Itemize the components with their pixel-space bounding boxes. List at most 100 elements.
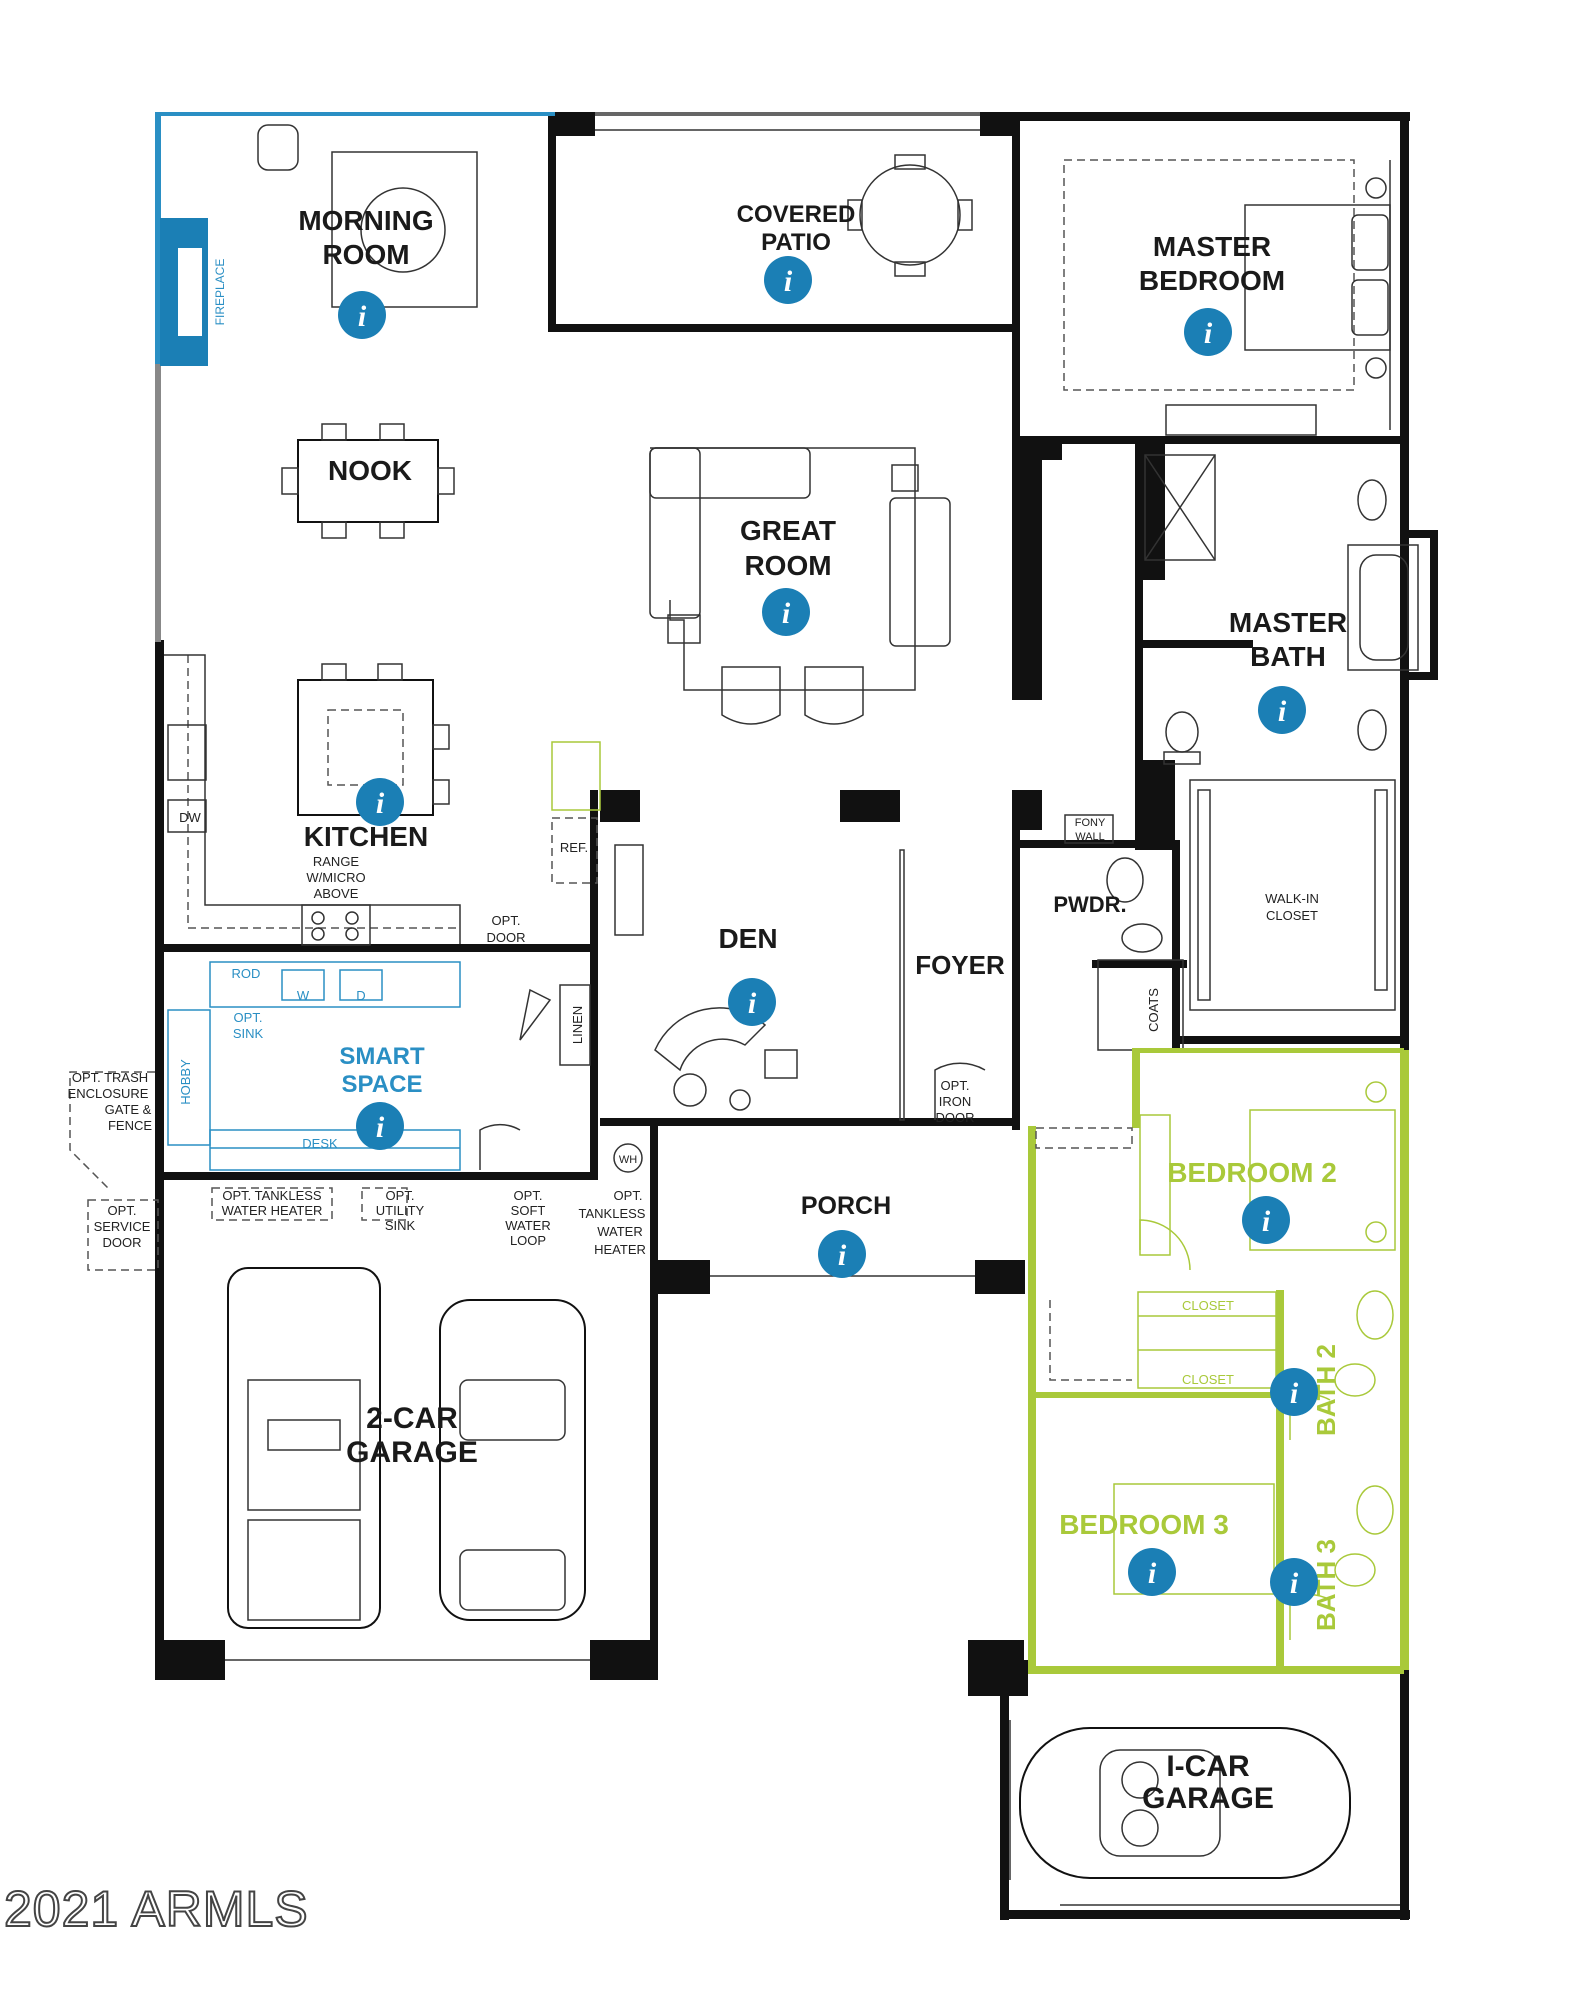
opt-service-line1: OPT. [108,1203,137,1218]
master-bath-line2: BATH [1250,641,1326,672]
svg-text:i: i [1148,1557,1157,1590]
info-icon-master-bedroom[interactable]: i [1184,308,1232,356]
svg-text:i: i [376,1111,385,1144]
great-room-furniture [649,447,951,725]
room-labels: MORNING ROOM COVERED PATIO MASTER BEDROO… [298,201,1347,1815]
opt-trash-labels: OPT. TRASH ENCLOSURE GATE & FENCE OPT. S… [68,1070,153,1250]
opt-iron-line2: IRON [939,1094,972,1109]
garage-vehicles [227,1267,1351,1879]
den-furniture [614,844,986,1121]
morning-room-line1: MORNING [298,205,433,236]
opt-utility-line2: UTILITY [376,1203,425,1218]
opt-sink-line1: OPT. [234,1010,263,1025]
garage-1car-line2: GARAGE [1142,1782,1274,1815]
rod-label: ROD [232,966,261,981]
svg-text:i: i [838,1239,847,1272]
opt-utility-line1: OPT. [386,1188,415,1203]
closet2-label: CLOSET [1182,1372,1234,1387]
opt-tankless2-line1: OPT. [614,1188,643,1203]
porch-label: PORCH [801,1192,891,1220]
info-icon-den[interactable]: i [728,978,776,1026]
bedroom-3-label: BEDROOM 3 [1059,1509,1229,1540]
range-line1: RANGE [313,854,360,869]
opt-tankless1-line1: OPT. TANKLESS [222,1188,322,1203]
bedroom-2-label: BEDROOM 2 [1167,1157,1337,1188]
closet1-label: CLOSET [1182,1298,1234,1313]
font-wall-line2: WALL [1075,831,1105,843]
opt-door-line1: OPT. [492,913,521,928]
morning-room-line2: ROOM [322,239,409,270]
fireplace: FIREPLACE [155,112,555,366]
garage-2car-line1: 2-CAR [366,1402,458,1435]
linen-area: LINEN OPT. DOOR [487,913,591,1066]
opt-soft-line2: SOFT [511,1203,546,1218]
info-icon-bath-3[interactable]: i [1270,1558,1318,1606]
opt-utility-line3: SINK [385,1218,416,1233]
opt-trash-enclosure [69,1071,159,1271]
smart-space-line1: SMART [339,1043,425,1070]
hobby-label: HOBBY [178,1059,193,1105]
w-label: W [297,988,310,1003]
svg-text:i: i [1204,317,1213,350]
opt-tankless2-line4: HEATER [594,1242,646,1257]
info-icon-covered-patio[interactable]: i [764,256,812,304]
exterior-walls [155,112,1438,1920]
secondary-suite: CLOSET CLOSET [1028,1048,1404,1674]
svg-text:i: i [1290,1377,1299,1410]
powder-room: COATS FONY WALL [1064,814,1184,1051]
patio-table [847,154,973,277]
info-icon-great-room[interactable]: i [762,588,810,636]
master-bedroom-line2: BEDROOM [1139,265,1285,296]
d-label: D [356,988,365,1003]
info-icon-morning-room[interactable]: i [338,291,386,339]
master-bath-line1: MASTER [1229,607,1347,638]
opt-soft-line3: WATER [505,1218,551,1233]
desk-label: DESK [302,1136,338,1151]
info-icon-bedroom-2[interactable]: i [1242,1196,1290,1244]
opt-service-line2: SERVICE [94,1219,151,1234]
svg-text:i: i [376,787,385,820]
svg-text:i: i [784,265,793,298]
walk-in-closet-line1: WALK-IN [1265,891,1319,906]
pwdr-label: PWDR. [1053,892,1126,917]
nook-table [281,423,455,539]
opt-tankless2-line3: WATER [597,1224,643,1239]
master-bedroom-line1: MASTER [1153,231,1271,262]
opt-iron-line3: DOOR [936,1110,975,1125]
iron-door-label: OPT. IRON DOOR [936,1078,975,1125]
foyer-label: FOYER [915,950,1005,980]
info-icon-bath-2[interactable]: i [1270,1368,1318,1416]
kitchen-label: KITCHEN [304,821,428,852]
opt-tankless2-line2: TANKLESS [579,1206,646,1221]
windows [225,129,1400,1906]
coats-label: COATS [1146,988,1161,1032]
svg-text:i: i [782,597,791,630]
svg-text:i: i [1262,1205,1271,1238]
nook-label: NOOK [328,455,412,486]
info-icon-smart-space[interactable]: i [356,1102,404,1150]
range-label: RANGE W/MICRO ABOVE [306,854,365,901]
opt-trash-line1: OPT. TRASH [72,1070,148,1085]
walk-in-closet-line2: CLOSET [1266,908,1318,923]
svg-text:i: i [748,987,757,1020]
info-icon-master-bath[interactable]: i [1258,686,1306,734]
info-icon-porch[interactable]: i [818,1230,866,1278]
den-label: DEN [718,923,777,954]
info-icon-kitchen[interactable]: i [356,778,404,826]
garage-2car-line2: GARAGE [346,1436,478,1469]
opt-trash-line3: GATE & [105,1102,152,1117]
linen-label: LINEN [570,1006,585,1044]
covered-patio-line1: COVERED [737,201,856,228]
covered-patio-line2: PATIO [761,229,831,256]
great-room-line1: GREAT [740,515,836,546]
wh-label: WH [619,1154,637,1166]
dw-label: DW [179,810,201,825]
opt-tankless1-line2: WATER HEATER [222,1203,323,1218]
copyright-watermark: 2021 ARMLS [3,1880,309,1938]
great-room-line2: ROOM [744,550,831,581]
range-line2: W/MICRO [306,870,365,885]
opt-trash-line2: ENCLOSURE [68,1086,149,1101]
info-icon-bedroom-3[interactable]: i [1128,1548,1176,1596]
smart-space-line2: SPACE [342,1071,423,1098]
